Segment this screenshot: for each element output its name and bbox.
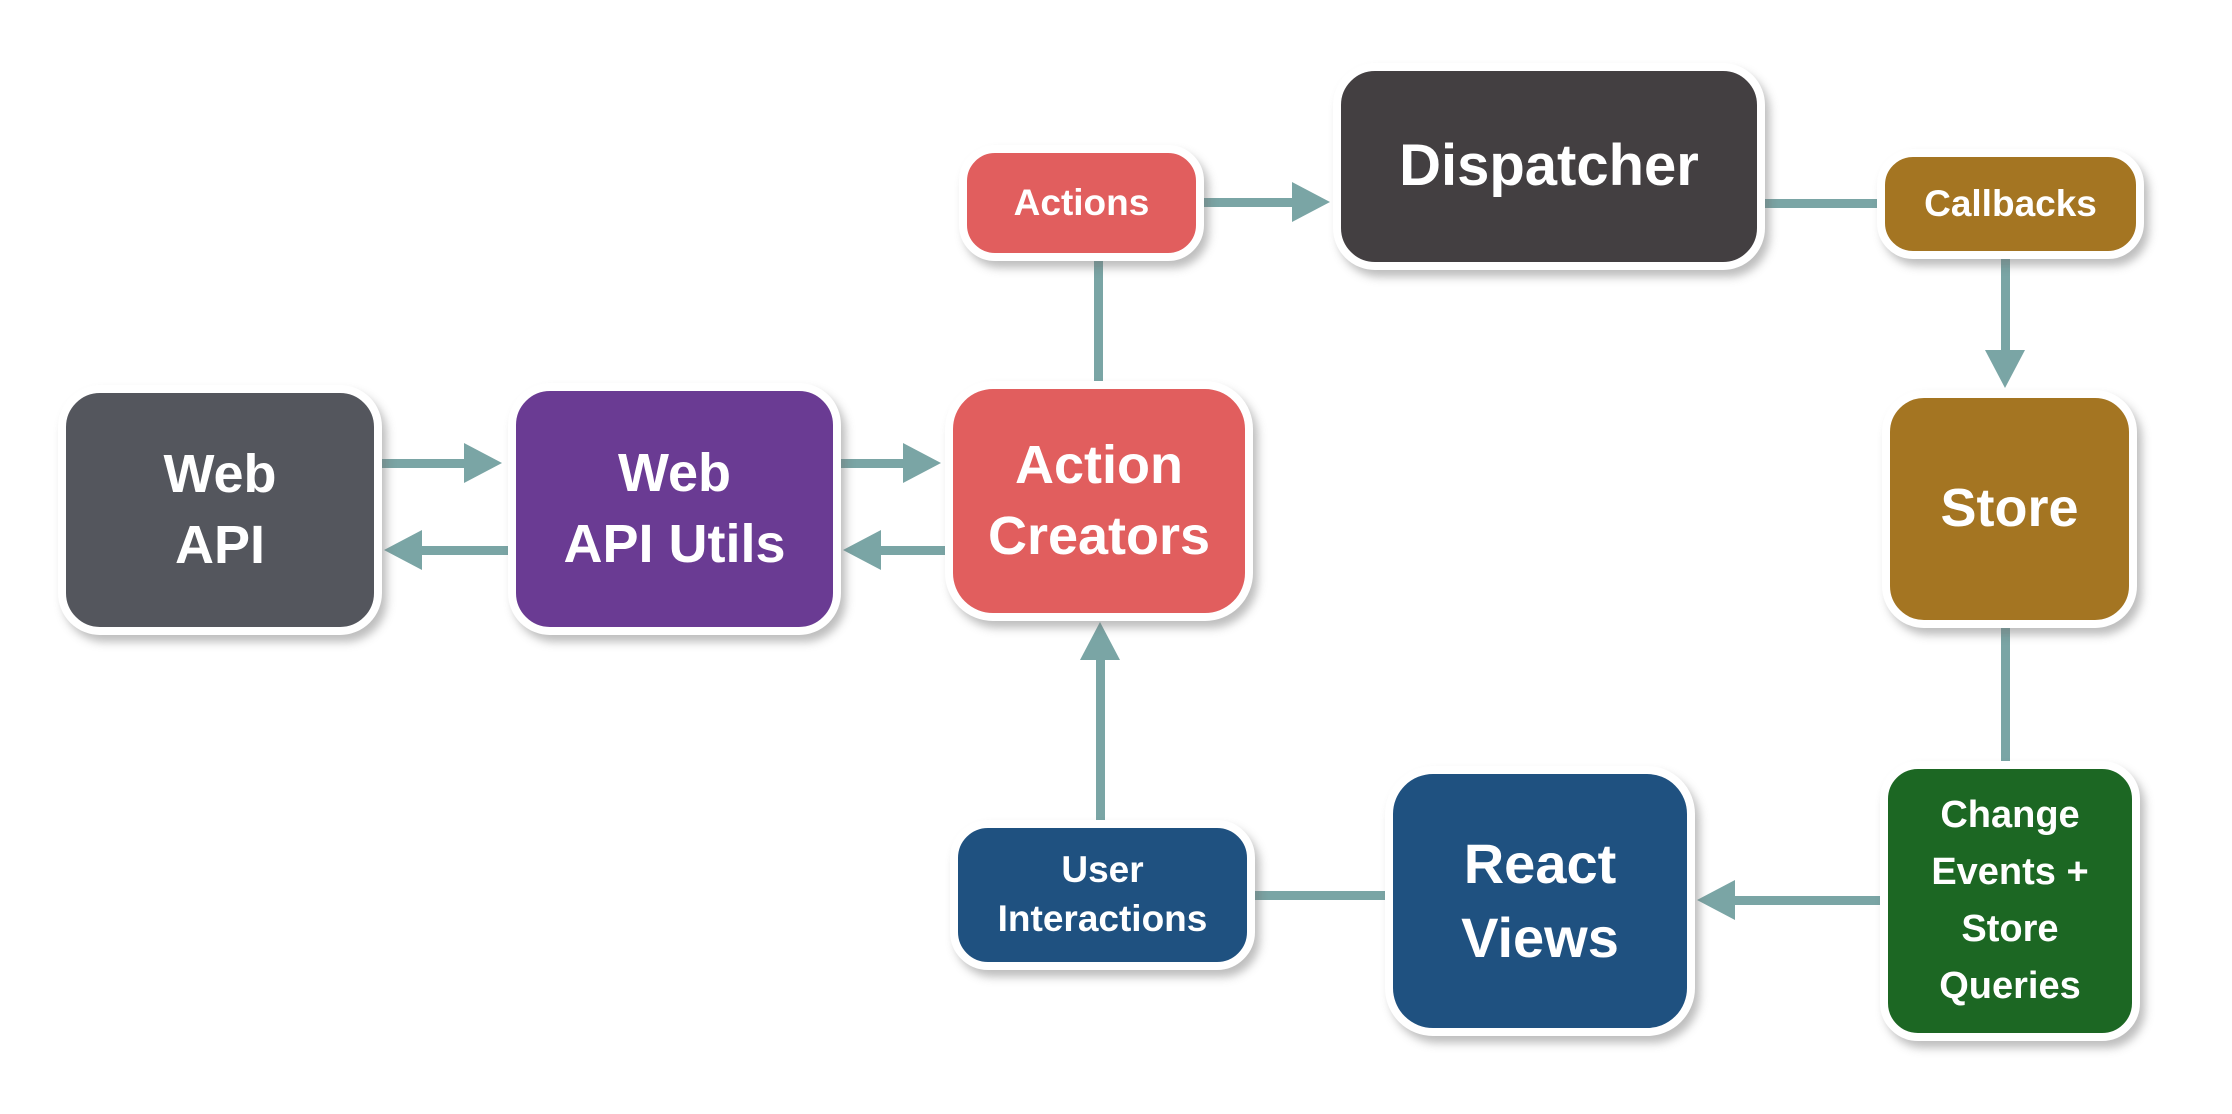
node-web-api-utils: Web API Utils — [508, 383, 841, 635]
node-web-api-label: Web API — [163, 443, 277, 575]
node-dispatcher: Dispatcher — [1333, 63, 1765, 270]
arrowhead-left-actioncreators-to-webapiutils — [843, 530, 881, 570]
edge-userinteractions-to-actioncreators-shaft — [1096, 656, 1105, 822]
edge-webapi-to-webapiutils-shaft — [382, 459, 468, 468]
node-action-creators: Action Creators — [945, 381, 1253, 621]
edge-dispatcher-callbacks-line — [1765, 199, 1877, 208]
node-action-creators-label: Action Creators — [987, 434, 1211, 566]
arrowhead-up-userinteractions-to-actioncreators — [1080, 622, 1120, 660]
node-callbacks-label: Callbacks — [1924, 182, 2097, 224]
node-react-views: React Views — [1385, 766, 1695, 1036]
arrowhead-right-webapi-to-webapiutils — [464, 443, 502, 483]
edge-webapiutils-to-webapi-shaft — [420, 546, 508, 555]
node-change-events-store-queries: Change Events + Store Queries — [1880, 761, 2140, 1041]
node-actions: Actions — [959, 145, 1204, 261]
node-react-views-label: React Views — [1461, 832, 1619, 969]
node-store-label: Store — [1940, 478, 2079, 539]
edge-actioncreators-actions-line — [1094, 258, 1103, 385]
edge-webapiutils-to-actioncreators-shaft — [841, 459, 907, 468]
edge-actioncreators-to-webapiutils-shaft — [879, 546, 945, 555]
arrowhead-down-callbacks-to-store — [1985, 350, 2025, 388]
node-user-interactions: User Interactions — [950, 820, 1255, 970]
edge-actions-to-dispatcher-shaft — [1204, 198, 1296, 207]
edge-changeevents-to-reactviews-shaft — [1733, 896, 1880, 905]
node-store: Store — [1882, 390, 2137, 628]
arrowhead-right-actions-to-dispatcher — [1292, 182, 1330, 222]
node-dispatcher-label: Dispatcher — [1399, 133, 1699, 199]
arrowhead-right-webapiutils-to-actioncreators — [903, 443, 941, 483]
edge-reactviews-userinteractions-line — [1255, 891, 1385, 900]
arrowhead-left-webapiutils-to-webapi — [384, 530, 422, 570]
edge-callbacks-to-store-shaft — [2001, 259, 2010, 354]
node-user-interactions-label: User Interactions — [997, 849, 1208, 939]
edge-store-changeevents-line — [2001, 626, 2010, 763]
node-web-api: Web API — [58, 385, 382, 635]
node-actions-label: Actions — [1013, 181, 1150, 223]
node-change-events-store-queries-label: Change Events + Store Queries — [1931, 794, 2089, 1007]
arrowhead-left-changeevents-to-reactviews — [1697, 880, 1735, 920]
node-web-api-utils-label: Web API Utils — [563, 442, 786, 574]
node-callbacks: Callbacks — [1877, 149, 2144, 259]
